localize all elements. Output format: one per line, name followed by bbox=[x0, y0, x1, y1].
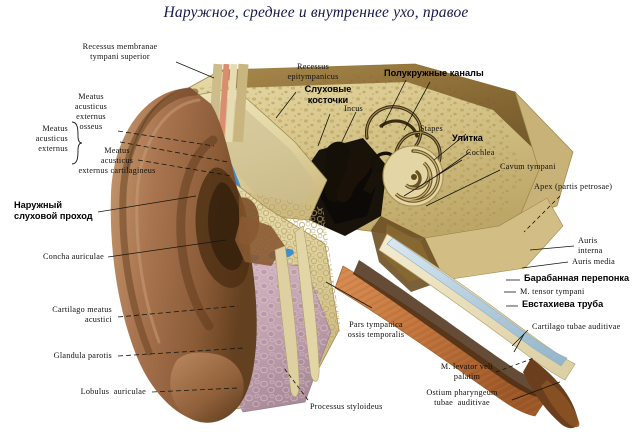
label-polukruzhnye-kanaly: Полукружные каналы bbox=[384, 68, 484, 78]
label-ostium-pharyngeum-tubae-auditivae: Ostium pharyngeum tubae auditivae bbox=[426, 388, 498, 407]
label-cochlea: Cochlea bbox=[466, 148, 495, 157]
label-recessus-membranae-tympani-superior: Recessus membranae tympani superior bbox=[82, 42, 158, 61]
label-incus: Incus bbox=[344, 104, 363, 113]
label-ulitka: Улитка bbox=[452, 133, 483, 143]
label-barabannaya-pereponka: Барабанная перепонка bbox=[524, 273, 630, 283]
label-lobulus-auriculae: Lobulus auriculae bbox=[80, 387, 146, 396]
label-glandula-parotis: Glandula parotis bbox=[53, 351, 112, 360]
label-stapes: Stapes bbox=[420, 124, 443, 133]
label-meatus-acusticus-externus-cartilagineus: Meatus acusticus externus cartilagineus bbox=[78, 146, 156, 175]
label-sluhovye-kostochki: Слуховые косточки bbox=[304, 84, 352, 106]
label-apex-partis-petrosae: Apex (partis petrosae) bbox=[534, 182, 613, 191]
label-concha-auriculae: Concha auriculae bbox=[42, 252, 104, 261]
label-cavum-tympani: Cavum tympani bbox=[500, 162, 556, 171]
label-auris-media: Auris media bbox=[572, 257, 615, 266]
label-recessus-epitympanicus: Recessus epitympanicus bbox=[287, 62, 339, 81]
label-auris-interna: Auris interna bbox=[578, 236, 603, 255]
page-title: Наружное, среднее и внутреннее ухо, прав… bbox=[163, 4, 469, 21]
label-cartilago-meatus-acustici: Cartilago meatus acustici bbox=[52, 305, 112, 324]
label-cartilago-tubae-auditivae: Cartilago tubae auditivae bbox=[532, 322, 621, 331]
label-m-levator-veli-palatim: M. levator veli palatim bbox=[440, 362, 494, 381]
label-pars-tympanica-ossis-temporalis: Pars tympanica ossis temporalis bbox=[347, 320, 405, 339]
label-meatus-acusticus-externus-osseus: Meatus acusticus externus osseus bbox=[74, 92, 108, 131]
label-meatus-acusticus-externus: Meatus acusticus externus bbox=[35, 124, 68, 153]
label-evstahieva-truba: Евстахиева труба bbox=[522, 299, 604, 309]
label-m-tensor-tympani: M. tensor tympani bbox=[520, 287, 585, 296]
label-naruzhny-sluhovoy-prohod: Наружный слуховой проход bbox=[14, 200, 93, 222]
label-processus-styloideus: Processus styloideus bbox=[310, 402, 383, 411]
